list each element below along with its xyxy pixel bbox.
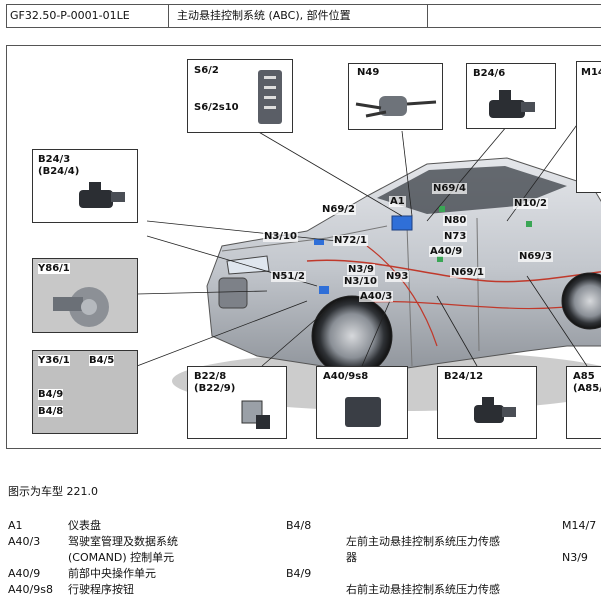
callout-label: A1 <box>389 196 406 207</box>
legend-code: A1 <box>8 519 23 532</box>
callout-label: N73 <box>443 231 468 242</box>
legend-code: M14/7 <box>562 519 597 532</box>
callout-label: N93 <box>385 271 410 282</box>
document-header: GF32.50-P-0001-01LE 主动悬挂控制系统 (ABC), 部件位置 <box>6 4 601 28</box>
legend-code: B4/9 <box>286 567 312 580</box>
callout-label: A40/3 <box>359 291 394 302</box>
legend-code: N3/9 <box>562 551 588 564</box>
callout-label: N80 <box>443 215 468 226</box>
legend-code <box>8 550 68 566</box>
legend-code <box>286 534 346 550</box>
document-id: GF32.50-P-0001-01LE <box>7 5 169 27</box>
detail-box-b24-3: B24/3 (B24/4) <box>32 149 138 223</box>
legend-middle: B4/8 左前主动悬挂控制系统压力传感 器 B4/9 右前主动悬挂控制系统压力传… <box>286 518 556 598</box>
legend-desc: 左前主动悬挂控制系统压力传感 <box>346 535 500 548</box>
legend-code <box>286 582 346 598</box>
legend-code: B4/8 <box>286 519 312 532</box>
legend-code: A40/9 <box>8 567 41 580</box>
legend-desc: 右前主动悬挂控制系统压力传感 <box>346 583 500 596</box>
legend-desc: (COMAND) 控制单元 <box>68 551 175 564</box>
detail-box-b24-6: B24/6 <box>466 63 556 129</box>
callout-label: N51/2 <box>271 271 306 282</box>
legend-right: M14/7 N3/9 <box>562 518 600 566</box>
drive-program-button-image <box>345 397 381 427</box>
detail-box-b22-8: B22/8 (B22/9) <box>187 366 287 439</box>
legend-desc: 行驶程序按钮 <box>68 583 134 596</box>
component-location-figure: S6/2 S6/2s10 N49 B24/6 M14/ B24/3 (B24/4… <box>6 45 601 449</box>
detail-box-n49: N49 <box>348 63 443 130</box>
callout-label: N69/3 <box>518 251 553 262</box>
callout-label: N3/9 <box>347 264 375 275</box>
figure-caption: 图示为车型 221.0 <box>8 485 98 498</box>
callout-label: N10/2 <box>513 198 548 209</box>
callout-label: N69/4 <box>432 183 467 194</box>
detail-box-a40-9s8: A40/9s8 <box>316 366 408 439</box>
callout-label: N3/10 <box>343 276 378 287</box>
callout-label: N69/2 <box>321 204 356 215</box>
callout-label: N3/10 <box>263 231 298 242</box>
legend-code: A40/3 <box>8 535 41 548</box>
callout-label: N72/1 <box>333 235 368 246</box>
detail-box-a85: A85 (A85/ <box>566 366 601 439</box>
legend-desc: 仪表盘 <box>68 519 101 532</box>
detail-box-y86-1: Y86/1 <box>32 258 138 333</box>
detail-box-s6-2: S6/2 S6/2s10 <box>187 59 293 133</box>
legend-spacer <box>562 534 600 550</box>
detail-box-b24-12: B24/12 <box>437 366 537 439</box>
document-title: 主动悬挂控制系统 (ABC), 部件位置 <box>169 5 428 27</box>
callout-label: A40/9 <box>429 246 464 257</box>
detail-box-y36-1: Y36/1 B4/5 B4/9 B4/8 <box>32 350 138 434</box>
legend-desc: 器 <box>346 551 357 564</box>
legend-left: A1 仪表盘 A40/3 驾驶室管理及数据系统 (COMAND) 控制单元 A40/… <box>8 518 288 598</box>
legend-code: A40/9s8 <box>8 583 53 596</box>
legend-code <box>286 550 346 566</box>
callout-label: N69/1 <box>450 267 485 278</box>
legend-desc: 前部中央操作单元 <box>68 567 156 580</box>
legend-desc: 驾驶室管理及数据系统 <box>68 535 178 548</box>
detail-box-m14: M14/ <box>576 61 601 193</box>
